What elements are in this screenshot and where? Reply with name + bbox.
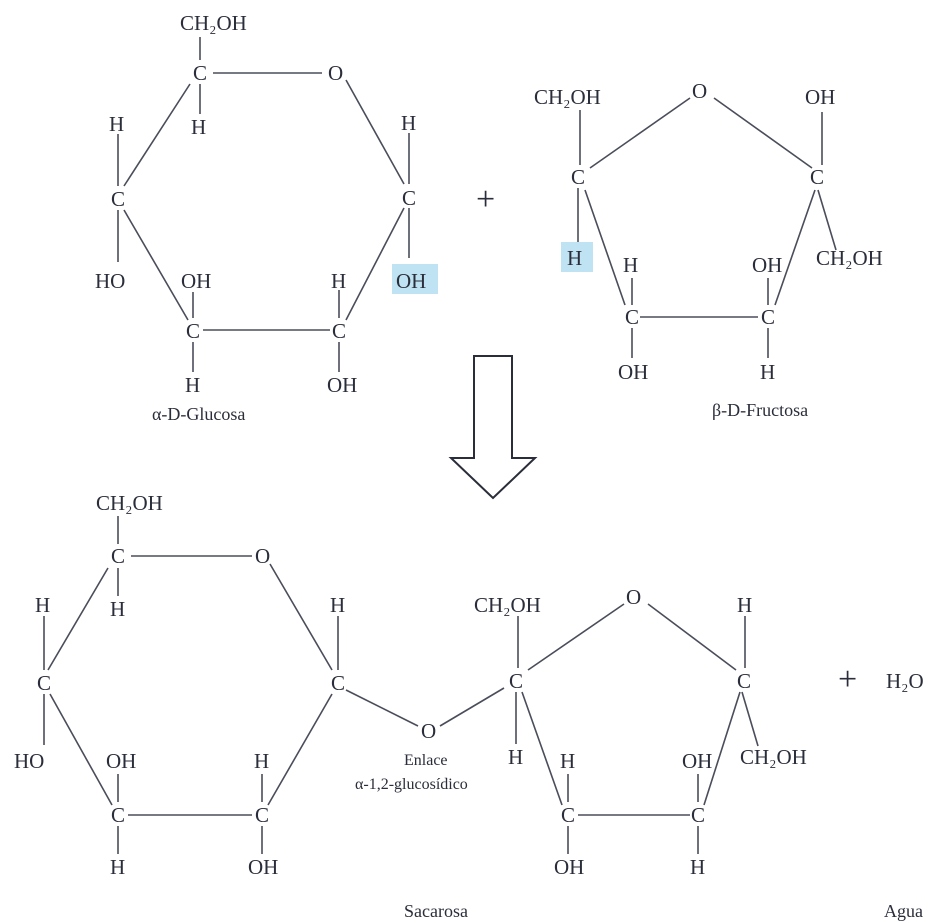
glucose-c3: C: [186, 319, 200, 343]
bond: [345, 207, 405, 321]
fructose-ch2oh-right: CH₂OH: [816, 246, 883, 270]
sucrose-g-ho4: HO: [14, 749, 44, 773]
sucrose-f-c2: C: [737, 669, 751, 693]
glucose-molecule: CH₂OH C H O H C OH H C HO OH C H H C OH …: [95, 11, 438, 424]
sucrose-g-c5: C: [111, 544, 125, 568]
glycosidic-bond-label-1: Enlace: [404, 752, 448, 769]
water-caption: Agua: [884, 901, 923, 921]
highlight-h: [561, 242, 593, 272]
glucose-ho4: HO: [95, 269, 125, 293]
fructose-oh4: OH: [618, 360, 648, 384]
sucrose-g-ring-o: O: [255, 544, 270, 568]
bond: [774, 189, 816, 306]
glucose-caption: α-D-Glucosa: [152, 404, 245, 424]
fructose-molecule: CH₂OH O OH C C H CH₂OH H OH C C OH H β-D…: [534, 79, 883, 420]
sucrose-f-c3: C: [691, 803, 705, 827]
bond: [49, 693, 113, 806]
fructose-oh-right: OH: [805, 85, 835, 109]
bond: [439, 687, 505, 727]
glucose-h4: H: [109, 112, 124, 136]
glucose-oh3: OH: [181, 269, 211, 293]
bond: [817, 189, 837, 251]
sucrose-bridge-o: O: [421, 719, 436, 743]
fructose-ch2oh-left: CH₂OH: [534, 85, 601, 109]
highlight-oh: [392, 264, 438, 294]
glucose-ring-o: O: [328, 61, 343, 85]
bond: [584, 189, 626, 306]
sucrose-f-h-right: H: [737, 593, 752, 617]
glucose-oh1: OH: [396, 269, 426, 293]
bond: [123, 209, 189, 321]
fructose-caption: β-D-Fructosa: [712, 400, 808, 420]
fructose-c3: C: [761, 305, 775, 329]
bond: [269, 563, 333, 671]
glucose-c1: C: [402, 186, 416, 210]
sucrose-g-c1: C: [331, 671, 345, 695]
glycosidic-bond-label-2: α-1,2-glucosídico: [355, 776, 468, 793]
sucrose-f-c4: C: [561, 803, 575, 827]
reaction-arrow: [448, 355, 538, 500]
fructose-c2: C: [810, 165, 824, 189]
fructose-oh3: OH: [752, 253, 782, 277]
fructose-c5: C: [571, 165, 585, 189]
sucrose-g-h1: H: [330, 593, 345, 617]
bond: [123, 83, 191, 187]
fructose-h3: H: [760, 360, 775, 384]
sucrose-f-h4: H: [560, 749, 575, 773]
sucrose-molecule: CH₂OH C H O H C HO H C OH C H H C OH O E…: [14, 491, 807, 921]
glucose-h3: H: [185, 373, 200, 397]
glucose-h1: H: [401, 111, 416, 135]
sucrose-f-ring-o: O: [626, 585, 641, 609]
sucrose-f-oh4: OH: [554, 855, 584, 879]
sucrose-caption: Sacarosa: [404, 901, 468, 921]
sucrose-g-c2: C: [255, 803, 269, 827]
sucrose-f-ch2oh-right: CH₂OH: [740, 745, 807, 769]
bond: [521, 691, 563, 806]
sucrose-g-oh3: OH: [106, 749, 136, 773]
sucrose-g-c3: C: [111, 803, 125, 827]
sucrose-g-h4: H: [35, 593, 50, 617]
glucose-c5: C: [193, 61, 207, 85]
glucose-c4: C: [111, 187, 125, 211]
sucrose-g-h5: H: [110, 597, 125, 621]
glucose-c2: C: [332, 319, 346, 343]
bond: [267, 693, 333, 806]
glucose-oh2: OH: [327, 373, 357, 397]
bond: [47, 567, 109, 671]
sucrose-f-ch2oh: CH₂OH: [474, 593, 541, 617]
fructose-c4: C: [625, 305, 639, 329]
glucose-ch2oh: CH₂OH: [180, 11, 247, 35]
bond: [741, 691, 759, 747]
glucose-h2: H: [331, 269, 346, 293]
glucose-h5: H: [191, 115, 206, 139]
sucrose-g-ch2oh: CH₂OH: [96, 491, 163, 515]
sucrose-f-c5: C: [509, 669, 523, 693]
sucrose-f-h5: H: [508, 745, 523, 769]
sucrose-f-oh3: OH: [682, 749, 712, 773]
water-formula: H₂O: [886, 669, 924, 693]
plus-sign: +: [476, 181, 495, 218]
sucrose-g-c4: C: [37, 671, 51, 695]
fructose-ring-o: O: [692, 79, 707, 103]
water-plus-sign: +: [838, 661, 857, 698]
sucrose-g-h3: H: [110, 855, 125, 879]
sucrose-g-oh2: OH: [248, 855, 278, 879]
fructose-h5: H: [567, 246, 582, 270]
fructose-h4: H: [623, 253, 638, 277]
bond: [345, 689, 419, 727]
bond: [713, 97, 813, 169]
sucrose-f-h3: H: [690, 855, 705, 879]
bond: [345, 79, 405, 185]
bond: [527, 603, 625, 671]
sucrose-g-h2: H: [254, 749, 269, 773]
bond: [703, 691, 741, 806]
bond: [589, 97, 691, 169]
bond: [647, 603, 737, 671]
water-product: + H₂O Agua: [838, 661, 924, 921]
